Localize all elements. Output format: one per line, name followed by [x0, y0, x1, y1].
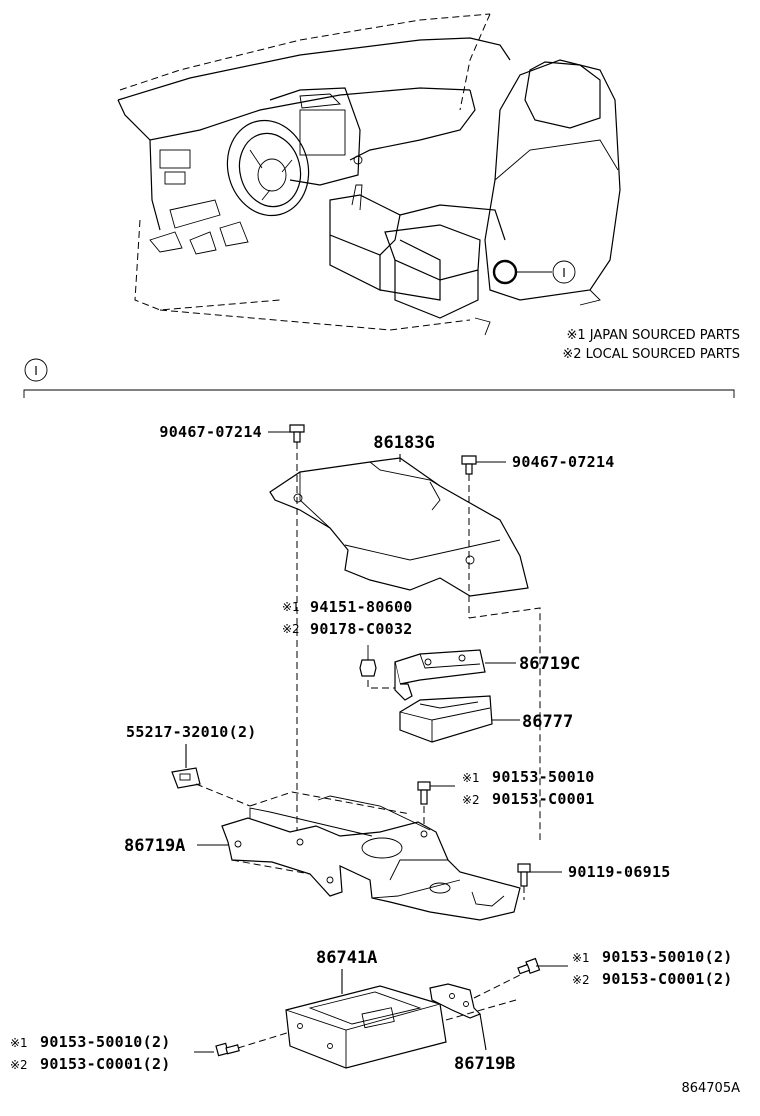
label-90153-C0001-mid: 90153-C0001 — [492, 790, 595, 808]
mark-screw-left-local: ※2 — [10, 1058, 28, 1072]
bracket-86719A — [221, 795, 521, 921]
box-86777 — [399, 695, 493, 743]
note-local-sourced: ※2 LOCAL SOURCED PARTS — [562, 347, 740, 362]
location-circle — [492, 259, 518, 285]
label-86719B: 86719B — [454, 1054, 515, 1074]
label-86741A: 86741A — [316, 948, 377, 968]
label-90153-50010-right: 90153-50010(2) — [602, 948, 733, 966]
label-55217-32010: 55217-32010(2) — [126, 723, 257, 741]
callout-marker-label: I — [562, 266, 566, 280]
label-90153-50010-mid: 90153-50010 — [492, 768, 595, 786]
label-90153-C0001-left: 90153-C0001(2) — [40, 1055, 171, 1073]
view-marker-label: I — [34, 364, 38, 378]
label-86719C: 86719C — [519, 654, 580, 674]
label-86183G: 86183G — [373, 433, 434, 453]
screw-mid-icon — [417, 781, 431, 805]
mark-screw-right-local: ※2 — [572, 973, 590, 987]
mark-screw-right-jp: ※1 — [572, 951, 590, 965]
label-86719A: 86719A — [124, 836, 185, 856]
callout-marker — [552, 260, 576, 284]
cover-86183G — [269, 457, 529, 597]
car-interior-illustration: I — [117, 13, 621, 336]
label-94151-80600: 94151-80600 — [310, 598, 413, 616]
label-90467-right: 90467-07214 — [512, 453, 615, 471]
amplifier-86741A — [285, 985, 447, 1069]
view-marker — [24, 358, 48, 382]
note-japan-sourced: ※1 JAPAN SOURCED PARTS — [566, 328, 740, 343]
screw-left-icon — [215, 1042, 240, 1057]
bolt-left-icon — [289, 424, 305, 443]
label-90119-06915: 90119-06915 — [568, 863, 671, 881]
label-90178-C0032: 90178-C0032 — [310, 620, 413, 638]
mark-nut-local: ※2 — [282, 622, 300, 636]
label-90153-C0001-right: 90153-C0001(2) — [602, 970, 733, 988]
label-90467-left: 90467-07214 — [159, 423, 262, 441]
bolt-right-icon — [461, 455, 477, 475]
label-90153-50010-left: 90153-50010(2) — [40, 1033, 171, 1051]
nut-icon — [359, 645, 377, 677]
mark-screw-mid-jp: ※1 — [462, 771, 480, 785]
screw-90119-icon — [517, 863, 531, 887]
mark-screw-mid-local: ※2 — [462, 793, 480, 807]
screw-right-icon — [517, 957, 541, 975]
mark-screw-left-jp: ※1 — [10, 1036, 28, 1050]
bracket-86719C — [394, 649, 486, 701]
mark-nut-jp: ※1 — [282, 600, 300, 614]
drawing-id: 864705A — [681, 1081, 740, 1096]
clip-icon — [171, 767, 201, 789]
label-86777: 86777 — [522, 712, 573, 732]
